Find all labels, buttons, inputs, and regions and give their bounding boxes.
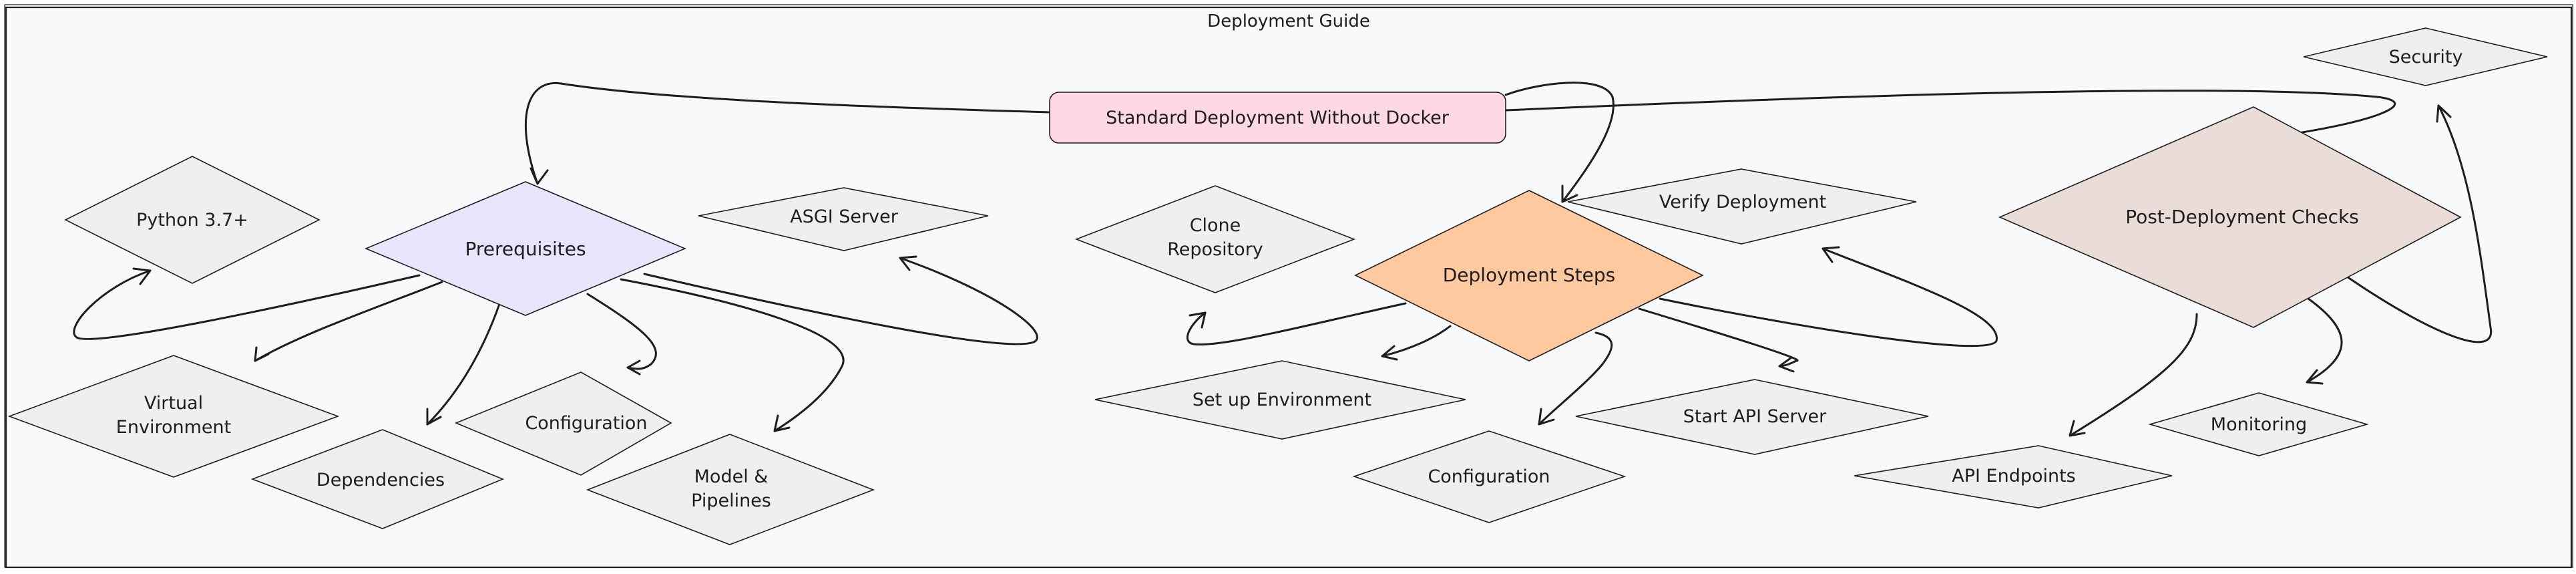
node-model-pipelines-line2: Pipelines	[691, 490, 771, 511]
node-start-api-diamond	[1575, 379, 1929, 455]
node-configuration-prereq-label: Configuration	[525, 413, 647, 434]
node-start-api-label: Start API Server	[1683, 406, 1827, 427]
edge-root-steps	[1504, 82, 1615, 203]
node-model-pipelines[interactable]: Model & Pipelines	[586, 434, 875, 545]
node-configuration-prereq-diamond	[454, 372, 672, 476]
node-asgi-server-diamond	[698, 187, 989, 251]
node-monitoring-diamond	[2148, 392, 2369, 456]
edge-prereq-asgi	[643, 257, 1038, 345]
node-prerequisites-label: Prerequisites	[465, 238, 586, 260]
node-security-diamond	[2303, 27, 2548, 86]
node-clone-repo-line1: Clone	[1190, 215, 1241, 236]
node-api-endpoints[interactable]: API Endpoints	[1854, 445, 2173, 509]
edges	[73, 82, 2493, 437]
node-verify[interactable]: Verify Deployment	[1567, 168, 1917, 245]
edge-prereq-asgi-head	[899, 255, 917, 271]
edge-prereq-model	[620, 278, 845, 432]
edge-steps-clone-head	[1189, 311, 1207, 329]
node-root[interactable]: Standard Deployment Without Docker	[1049, 92, 1506, 144]
node-asgi-server[interactable]: ASGI Server	[698, 187, 989, 251]
node-verify-diamond	[1567, 168, 1917, 245]
node-asgi-server-label: ASGI Server	[790, 206, 899, 227]
edge-steps-setup-head	[1381, 345, 1398, 361]
node-start-api[interactable]: Start API Server	[1575, 379, 1929, 455]
node-clone-repo-diamond	[1074, 185, 1356, 293]
edge-steps-clone	[1186, 302, 1407, 345]
edge-steps-start-head	[1778, 356, 1795, 373]
edge-steps-setup	[1381, 325, 1452, 357]
node-python-label: Python 3.7+	[136, 210, 248, 231]
node-python[interactable]: Python 3.7+	[64, 156, 320, 284]
edge-prereq-deps-head	[426, 408, 442, 426]
node-clone-repo[interactable]: Clone Repository	[1074, 185, 1356, 293]
edge-prereq-venv	[254, 281, 443, 362]
node-dependencies-diamond	[250, 429, 505, 529]
node-model-pipelines-diamond	[586, 434, 875, 545]
edge-root-prerequisites	[524, 82, 1051, 185]
node-setup-env[interactable]: Set up Environment	[1094, 360, 1466, 440]
edge-root-steps-head	[1561, 184, 1578, 203]
node-verify-label: Verify Deployment	[1659, 192, 1826, 212]
node-root-box	[1049, 92, 1506, 144]
edge-prereq-config	[586, 293, 657, 370]
node-post-checks-diamond	[1998, 106, 2462, 328]
node-python-diamond	[64, 156, 320, 284]
edge-prereq-venv-head	[254, 346, 270, 362]
node-security-label: Security	[2389, 47, 2463, 67]
diagram-title: Deployment Guide	[1207, 11, 1370, 31]
node-prerequisites-diamond	[364, 181, 687, 316]
node-prerequisites[interactable]: Prerequisites	[364, 181, 687, 316]
edge-checks-monitoring	[2302, 294, 2343, 384]
node-deployment-steps-label: Deployment Steps	[1443, 264, 1616, 286]
edge-root-prerequisites-head	[529, 167, 549, 185]
node-post-checks[interactable]: Post-Deployment Checks	[1998, 106, 2462, 328]
edge-prereq-config-head	[626, 360, 641, 376]
node-security[interactable]: Security	[2303, 27, 2548, 86]
node-virtual-env-diamond	[7, 355, 340, 478]
node-api-endpoints-diamond	[1854, 445, 2173, 509]
node-setup-env-label: Set up Environment	[1193, 390, 1371, 410]
node-model-pipelines-line1: Model &	[694, 466, 769, 487]
edge-root-checks	[1504, 90, 2396, 140]
node-root-label: Standard Deployment Without Docker	[1106, 108, 1450, 128]
node-deployment-steps[interactable]: Deployment Steps	[1354, 190, 1704, 362]
edge-steps-config-head	[1538, 408, 1555, 426]
edge-checks-monitoring-head	[2306, 369, 2324, 385]
node-post-checks-label: Post-Deployment Checks	[2125, 206, 2359, 228]
node-dependencies[interactable]: Dependencies	[250, 429, 505, 529]
node-dependencies-label: Dependencies	[316, 470, 445, 490]
edge-checks-security	[2344, 104, 2493, 343]
node-api-endpoints-label: API Endpoints	[1952, 466, 2076, 486]
node-configuration-steps[interactable]: Configuration	[1352, 430, 1627, 523]
node-deployment-steps-diamond	[1354, 190, 1704, 362]
node-virtual-env-line1: Virtual	[144, 393, 203, 414]
node-monitoring-label: Monitoring	[2211, 414, 2307, 435]
edge-prereq-python-head	[132, 267, 152, 285]
node-clone-repo-line2: Repository	[1167, 239, 1263, 260]
node-virtual-env[interactable]: Virtual Environment	[7, 355, 340, 478]
node-setup-env-diamond	[1094, 360, 1466, 440]
node-configuration-prereq[interactable]: Configuration	[454, 372, 672, 476]
edge-prereq-python	[73, 269, 421, 340]
node-configuration-steps-label: Configuration	[1428, 466, 1550, 487]
edge-checks-security-head	[2436, 104, 2452, 123]
edge-steps-config	[1538, 331, 1613, 426]
edge-prereq-model-head	[773, 414, 791, 432]
edge-checks-api	[2069, 313, 2198, 437]
node-monitoring[interactable]: Monitoring	[2148, 392, 2369, 456]
node-configuration-steps-diamond	[1352, 430, 1627, 523]
edge-steps-verify-head	[1821, 246, 1840, 263]
edge-checks-api-head	[2069, 420, 2086, 437]
frame-border-outer	[4, 4, 2573, 568]
node-virtual-env-line2: Environment	[116, 417, 231, 438]
edge-steps-verify	[1659, 247, 1998, 347]
edge-prereq-deps	[426, 303, 501, 426]
